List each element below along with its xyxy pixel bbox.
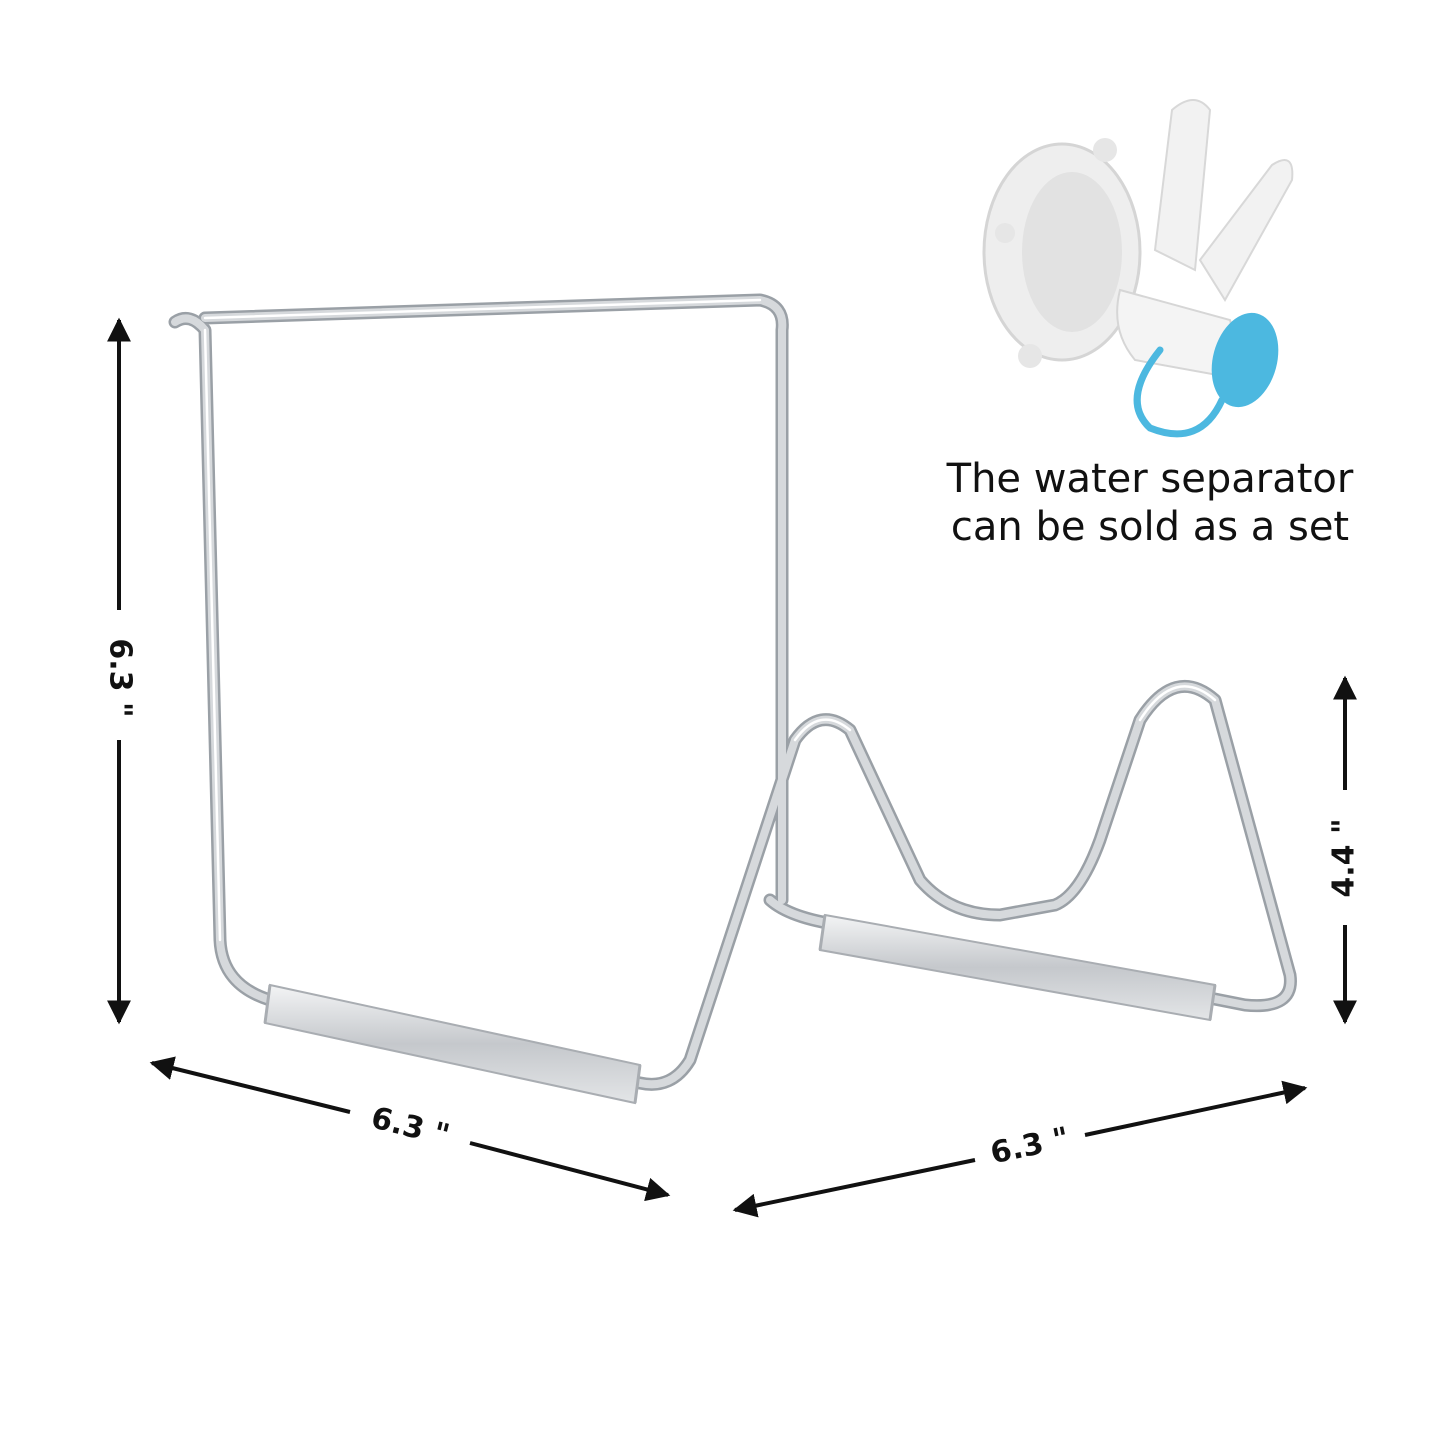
dimension-left-height: 6.3 ": [103, 317, 138, 1025]
left-height-label: 6.3 ": [103, 638, 138, 717]
front-width-label: 6.3 ": [368, 1100, 453, 1153]
separator-cap: [1211, 312, 1279, 408]
wire-rack: [168, 293, 1297, 1105]
caption-line-2: can be sold as a set: [950, 504, 1350, 550]
rack-wire-highlight: [203, 298, 1217, 942]
caption-line-1: The water separator: [946, 456, 1354, 502]
cap-strap: [1133, 346, 1226, 438]
front-roller-bar: [263, 983, 642, 1105]
separator-lever-2: [1198, 159, 1294, 302]
water-separator-accessory: [982, 99, 1294, 438]
dimension-side-width: 6.3 ": [732, 1080, 1308, 1218]
rack-wire: [171, 296, 1295, 1089]
dimension-right-height: 4.4 ": [1327, 675, 1362, 1025]
side-width-label: 6.3 ": [987, 1121, 1072, 1172]
separator-lever-1: [1153, 99, 1212, 272]
rack-wire-shadow: [168, 293, 1297, 1091]
back-roller-bar: [818, 913, 1217, 1022]
right-height-label: 4.4 ": [1327, 818, 1362, 897]
accessory-caption: The water separator can be sold as a set: [900, 455, 1400, 551]
